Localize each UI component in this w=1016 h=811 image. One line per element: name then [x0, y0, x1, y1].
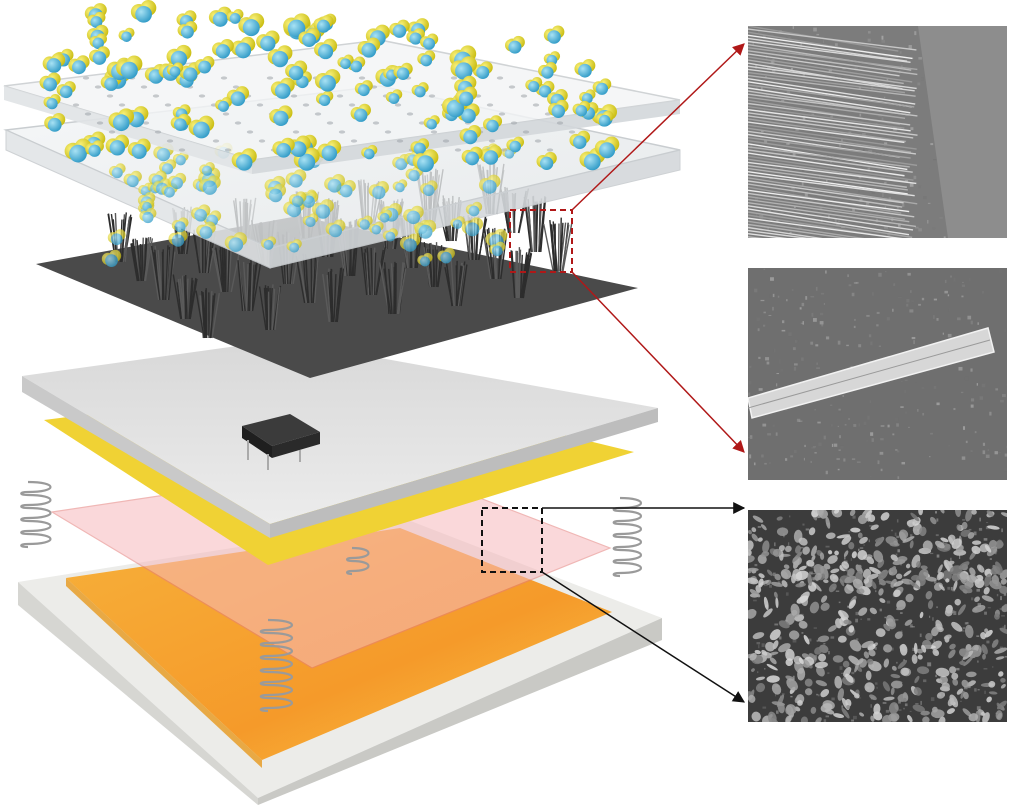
molecule-icon: [505, 36, 525, 54]
molecule-icon: [131, 0, 156, 23]
sem-single-nanowire: [748, 268, 1007, 480]
sem-nanowire-array: [748, 26, 1007, 238]
molecule-icon: [43, 53, 66, 73]
molecule-icon: [544, 25, 565, 43]
zoom-arrow-top: [572, 44, 744, 210]
molecule-icon: [574, 59, 595, 78]
molecule-icon: [212, 39, 234, 58]
molecule-icon: [89, 46, 110, 65]
molecule-icon: [256, 30, 279, 51]
spring-icon: [614, 498, 641, 576]
molecule-icon: [119, 28, 135, 42]
nanowire-bundle-icon: [544, 218, 572, 271]
sem-porous-film: [748, 510, 1007, 722]
spring-icon: [21, 482, 50, 547]
